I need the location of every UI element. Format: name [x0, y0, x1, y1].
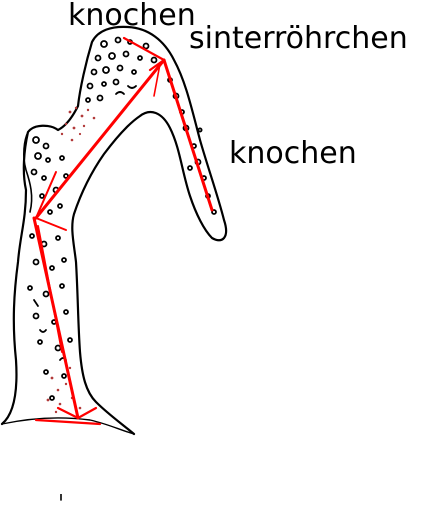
bottom-tick-mark	[60, 494, 62, 501]
red-line-base	[34, 406, 102, 426]
label-sinterroehrchen: sinterröhrchen	[189, 21, 408, 56]
red-line-column-inner	[37, 225, 63, 353]
sinter-speckles	[46, 106, 96, 414]
red-highlight-lines	[32, 36, 214, 426]
red-line-arch-inner	[153, 63, 161, 97]
label-knochen-top: knochen	[68, 0, 196, 33]
label-knochen-right: knochen	[229, 136, 357, 171]
red-line-left-diagonal	[34, 58, 166, 220]
ground-line	[1, 417, 135, 435]
outer-outline	[0, 25, 228, 436]
red-line-right-arm	[162, 58, 214, 212]
left-bulge-outline	[23, 131, 33, 213]
red-line-left-bulge	[35, 171, 67, 231]
red-line-top-bar	[122, 36, 166, 72]
